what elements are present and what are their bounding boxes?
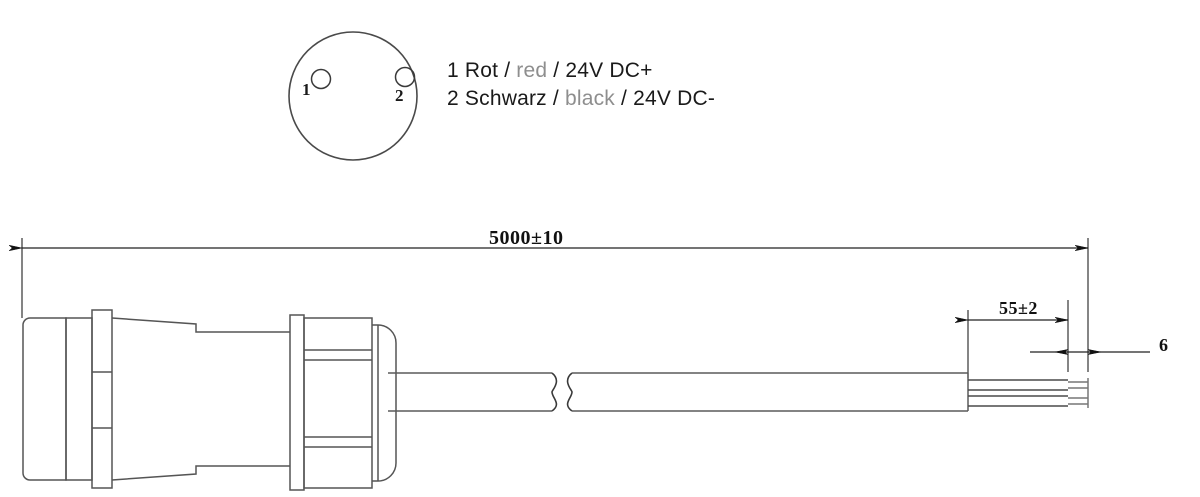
connector-face-view xyxy=(288,31,418,161)
dimension-strip-length xyxy=(968,300,1069,378)
pinout-legend: 1 Rot / red / 24V DC+ 2 Schwarz / black … xyxy=(447,57,715,113)
dimension-label-total-length: 5000±10 xyxy=(489,227,564,249)
connector-outline-circle xyxy=(288,31,418,161)
gland-body xyxy=(303,317,373,489)
cable-assembly-side-view xyxy=(22,309,1089,491)
legend-1-prefix: 1 Rot / xyxy=(447,59,517,82)
dimension-label-strip-length: 55±2 xyxy=(999,298,1038,318)
strain-relief-nose xyxy=(372,324,397,482)
legend-line-pin-2: 2 Schwarz / black / 24V DC- xyxy=(447,85,715,113)
legend-2-color-en: black xyxy=(564,87,615,110)
legend-2-prefix: 2 Schwarz / xyxy=(447,87,565,110)
backshell-profile-top xyxy=(111,317,290,333)
pin-hole-2 xyxy=(394,66,416,88)
arrow-tip-right xyxy=(1087,349,1102,355)
arrow-tip-left xyxy=(1054,349,1069,355)
cable-break-symbol-right xyxy=(566,372,573,412)
backshell-profile-bottom xyxy=(111,465,290,481)
legend-line-pin-1: 1 Rot / red / 24V DC+ xyxy=(447,57,715,85)
dimension-tip-length xyxy=(1030,300,1150,372)
legend-1-color-en: red xyxy=(516,59,548,82)
legend-1-suffix: / 24V DC+ xyxy=(547,59,653,82)
cable-break-symbol-left xyxy=(551,372,558,412)
pin-hole-1 xyxy=(310,68,332,90)
dimension-total-length xyxy=(22,238,1089,318)
pin-number-2: 2 xyxy=(395,86,404,105)
dimension-label-tip-length: 6 xyxy=(1159,335,1168,355)
connector-cap-body xyxy=(65,317,93,481)
legend-2-suffix: / 24V DC- xyxy=(614,87,716,110)
coupling-flange xyxy=(91,309,113,489)
gland-flange xyxy=(289,314,305,491)
connector-end-cap xyxy=(22,317,67,481)
pin-number-1: 1 xyxy=(302,80,311,99)
